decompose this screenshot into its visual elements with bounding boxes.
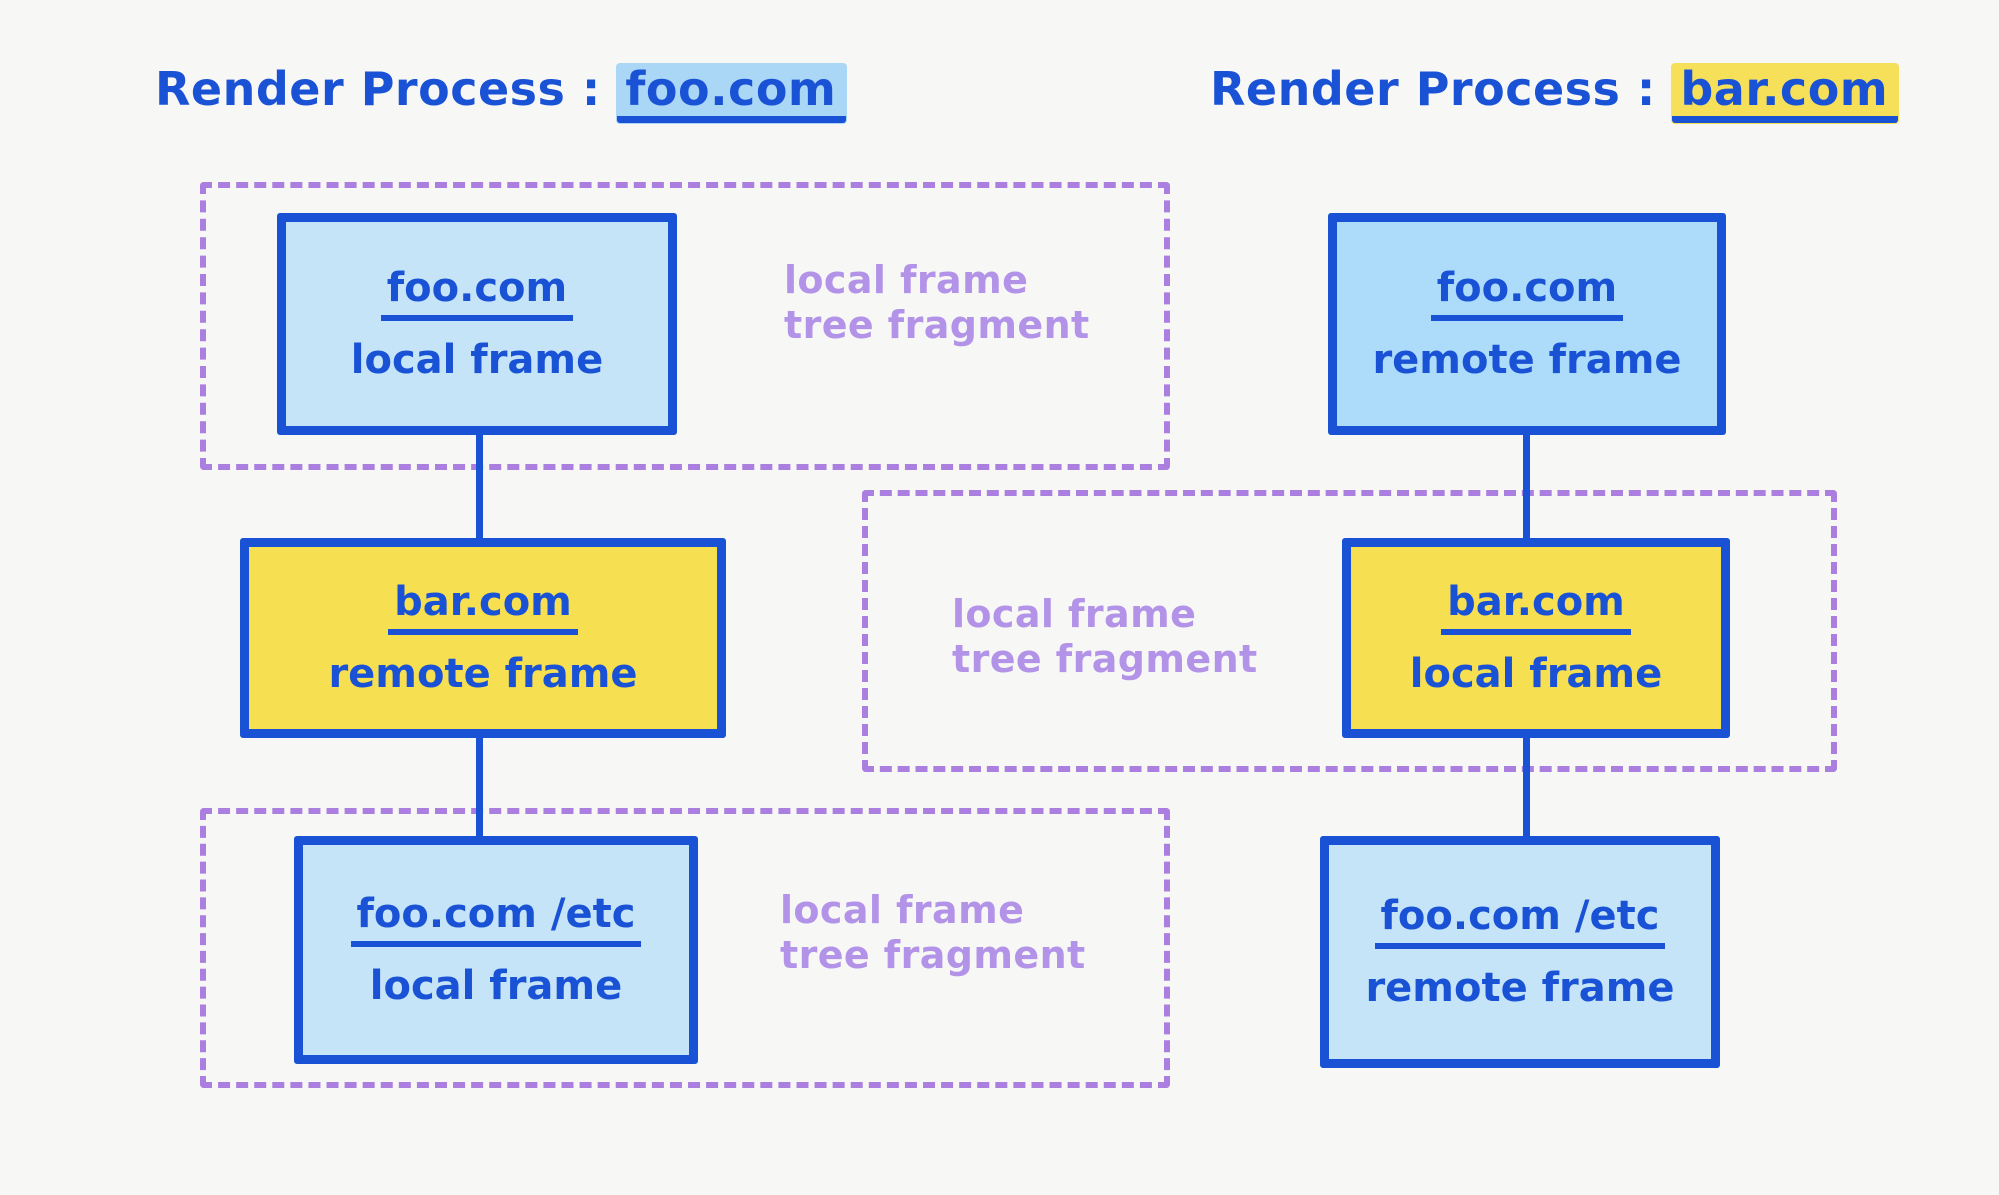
process-title-left: Render Process : foo.com [155,62,847,123]
frame-node-left-3-kind: local frame [369,963,623,1009]
connector-right-2 [1523,735,1530,841]
frame-node-right-3-host: foo.com /etc [1374,895,1666,949]
frame-node-left-3[interactable]: foo.com /etc local frame [294,836,698,1064]
fragment-caption-middle: local frame tree fragment [952,592,1258,681]
frame-node-right-1-kind: remote frame [1372,337,1682,383]
fragment-outline-middle [862,490,1837,772]
frame-node-left-1[interactable]: foo.com local frame [277,213,677,435]
process-title-right-host: bar.com [1672,64,1899,123]
frame-node-left-1-host: foo.com [380,267,574,321]
process-title-right: Render Process : bar.com [1210,62,1899,123]
frame-node-right-2-kind: local frame [1409,651,1663,697]
fragment-outline-left-top [200,182,1170,470]
frame-node-right-1-host: foo.com [1430,267,1624,321]
frame-node-left-2-host: bar.com [388,581,578,635]
fragment-caption-left-bottom: local frame tree fragment [780,888,1086,977]
frame-node-left-1-kind: local frame [350,337,604,383]
connector-left-1 [476,432,483,544]
frame-node-right-1[interactable]: foo.com remote frame [1328,213,1726,435]
frame-node-right-2-host: bar.com [1441,581,1631,635]
frame-node-right-3[interactable]: foo.com /etc remote frame [1320,836,1720,1068]
process-title-left-host: foo.com [617,64,847,123]
frame-node-right-2[interactable]: bar.com local frame [1342,538,1730,738]
connector-right-1 [1523,432,1530,544]
frame-node-right-3-kind: remote frame [1365,965,1675,1011]
process-title-left-label: Render Process : [155,62,618,116]
frame-node-left-2[interactable]: bar.com remote frame [240,538,726,738]
frame-node-left-3-host: foo.com /etc [350,893,642,947]
fragment-caption-left-top: local frame tree fragment [784,258,1090,347]
process-title-right-label: Render Process : [1210,62,1673,116]
frame-node-left-2-kind: remote frame [328,651,638,697]
fragment-outline-left-bottom [200,808,1170,1088]
connector-left-2 [476,735,483,841]
